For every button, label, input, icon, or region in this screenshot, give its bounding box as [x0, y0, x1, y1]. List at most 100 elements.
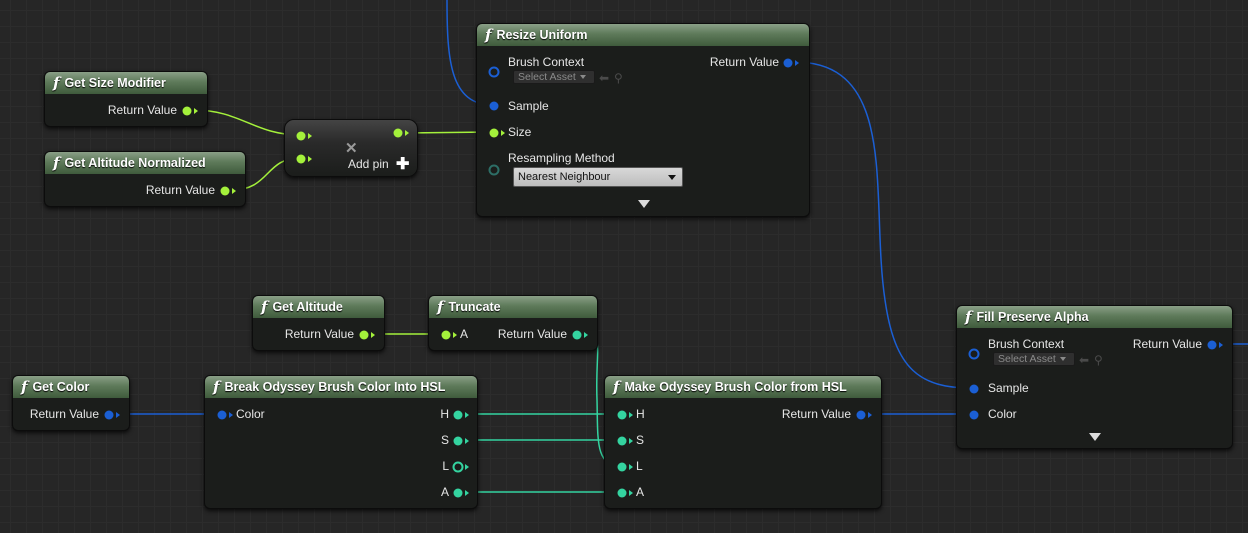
expand-arrow-icon[interactable]	[1089, 433, 1101, 441]
add-pin-icon[interactable]: ✚	[396, 156, 410, 173]
node-title: Get Color	[32, 380, 90, 394]
pin-arrow-icon	[584, 332, 588, 338]
color-input-label: Color	[236, 407, 265, 421]
use-selected-arrow-icon[interactable]: ⬅	[1079, 353, 1090, 367]
node-header[interactable]: f Get Color	[13, 376, 129, 398]
color-pin[interactable]	[969, 410, 979, 420]
h-input-pin[interactable]	[617, 410, 627, 420]
a-output-label: A	[440, 485, 449, 499]
add-pin-label[interactable]: Add pin	[348, 157, 389, 171]
sample-label: Sample	[508, 99, 549, 113]
node-header[interactable]: f Make Odyssey Brush Color from HSL	[605, 376, 881, 398]
return-value-pin[interactable]	[359, 330, 369, 340]
s-output-label: S	[440, 433, 449, 447]
return-value-label: Return Value	[29, 407, 99, 421]
h-input-label: H	[636, 407, 645, 421]
node-title: Resize Uniform	[496, 28, 588, 42]
node-multiply[interactable]: ✕ Add pin ✚	[284, 119, 418, 177]
node-title: Truncate	[448, 300, 501, 314]
h-output-label: H	[440, 407, 449, 421]
function-icon: f	[485, 26, 492, 44]
pin-arrow-icon	[232, 188, 236, 194]
a-input-label: A	[636, 485, 645, 499]
a-input-pin[interactable]	[617, 488, 627, 498]
return-value-label: Return Value	[1132, 337, 1202, 351]
wire-resize-to-fill	[794, 61, 973, 389]
use-selected-arrow-icon[interactable]: ⬅	[599, 71, 610, 85]
color-input-pin[interactable]	[217, 410, 227, 420]
return-value-pin[interactable]	[783, 58, 793, 68]
sample-pin[interactable]	[969, 384, 979, 394]
output-pin[interactable]	[393, 128, 403, 138]
resampling-method-dropdown[interactable]: Nearest Neighbour	[513, 167, 683, 187]
node-get-color[interactable]: f Get Color Return Value	[12, 375, 130, 431]
function-icon: f	[21, 378, 28, 396]
function-icon: f	[53, 154, 60, 172]
l-input-pin[interactable]	[617, 462, 627, 472]
pin-arrow-icon	[116, 412, 120, 418]
return-value-pin[interactable]	[104, 410, 114, 420]
select-asset-label: Select Asset	[518, 71, 576, 83]
select-asset-dropdown[interactable]: Select Asset	[513, 70, 595, 84]
return-value-label: Return Value	[145, 183, 215, 197]
node-header[interactable]: f Resize Uniform	[477, 24, 809, 46]
pin-arrow-icon	[501, 130, 505, 136]
function-icon: f	[965, 308, 972, 326]
brush-context-pin[interactable]	[488, 66, 500, 78]
a-output-pin[interactable]	[453, 488, 463, 498]
pin-arrow-icon	[453, 332, 457, 338]
s-input-pin[interactable]	[617, 436, 627, 446]
return-value-pin[interactable]	[856, 410, 866, 420]
chevron-down-icon	[1059, 357, 1066, 361]
input-a-pin[interactable]	[296, 131, 306, 141]
pin-arrow-icon	[629, 438, 633, 444]
return-value-pin[interactable]	[572, 330, 582, 340]
pin-arrow-icon	[308, 156, 312, 162]
h-output-pin[interactable]	[453, 410, 463, 420]
function-icon: f	[613, 378, 620, 396]
input-b-pin[interactable]	[296, 154, 306, 164]
return-value-pin[interactable]	[220, 186, 230, 196]
node-title: Get Altitude	[272, 300, 343, 314]
brush-context-label: Brush Context	[508, 55, 585, 69]
s-output-pin[interactable]	[453, 436, 463, 446]
color-label: Color	[988, 407, 1017, 421]
node-title: Get Size Modifier	[64, 76, 166, 90]
node-resize-uniform[interactable]: f Resize Uniform Brush Context Select Ass…	[476, 23, 810, 217]
pin-arrow-icon	[405, 130, 409, 136]
input-a-pin[interactable]	[441, 330, 451, 340]
select-asset-dropdown[interactable]: Select Asset	[993, 352, 1075, 366]
search-icon[interactable]: ⚲	[614, 71, 623, 85]
expand-arrow-icon[interactable]	[638, 200, 650, 208]
search-icon[interactable]: ⚲	[1094, 353, 1103, 367]
pin-arrow-icon	[629, 412, 633, 418]
brush-context-pin[interactable]	[968, 348, 980, 360]
s-input-label: S	[636, 433, 645, 447]
pin-arrow-icon	[465, 438, 469, 444]
return-value-label: Return Value	[284, 327, 354, 341]
input-a-label: A	[460, 327, 469, 341]
node-title: Make Odyssey Brush Color from HSL	[624, 380, 847, 394]
pin-arrow-icon	[229, 412, 233, 418]
l-output-pin[interactable]	[452, 461, 464, 473]
return-value-pin[interactable]	[1207, 340, 1217, 350]
return-value-pin[interactable]	[182, 106, 192, 116]
size-pin[interactable]	[489, 128, 499, 138]
resampling-method-pin[interactable]	[488, 164, 500, 176]
pin-arrow-icon	[629, 464, 633, 470]
remove-pin-icon[interactable]: ✕	[345, 140, 358, 157]
sample-pin[interactable]	[489, 101, 499, 111]
